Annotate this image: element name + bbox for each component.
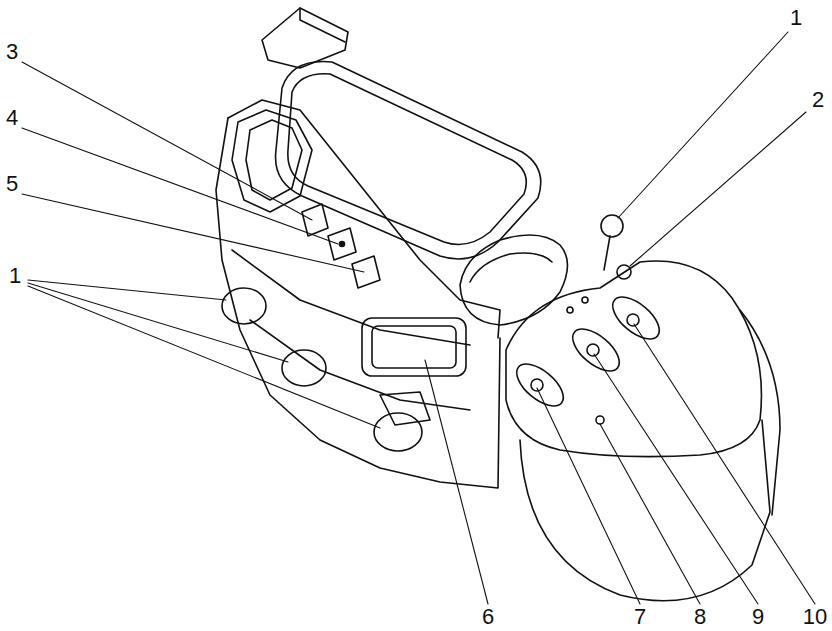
leader-lines bbox=[22, 32, 815, 604]
knob-seat bbox=[380, 392, 430, 425]
button-slot bbox=[606, 289, 667, 346]
callout-number: 4 bbox=[5, 107, 19, 129]
switch bbox=[302, 204, 328, 236]
stick bbox=[604, 236, 610, 270]
armrest-pad-inner bbox=[288, 74, 526, 245]
display bbox=[372, 326, 456, 368]
callout-number: 1 bbox=[789, 7, 803, 29]
display-frame bbox=[362, 318, 466, 376]
grip-top bbox=[506, 261, 761, 457]
button-slot bbox=[566, 321, 627, 378]
knob bbox=[282, 350, 326, 386]
button bbox=[617, 265, 631, 279]
callout-number: 10 bbox=[802, 606, 828, 628]
left-body bbox=[216, 118, 500, 488]
knob bbox=[222, 288, 266, 324]
switch-dot bbox=[340, 242, 345, 247]
callout-number: 6 bbox=[481, 606, 495, 628]
button-slot bbox=[510, 356, 571, 413]
callout-number: 7 bbox=[633, 606, 647, 628]
button bbox=[627, 314, 639, 326]
cushion bbox=[460, 235, 568, 325]
ball-knob bbox=[601, 215, 623, 237]
top-block bbox=[262, 8, 348, 68]
callout-number: 3 bbox=[5, 41, 19, 63]
panel-frame bbox=[232, 110, 312, 212]
button bbox=[587, 344, 599, 356]
switch bbox=[352, 256, 380, 288]
indicator bbox=[567, 307, 573, 313]
grip-side bbox=[740, 310, 780, 515]
switch bbox=[328, 228, 356, 260]
top-block-edge bbox=[300, 8, 345, 42]
armrest-pad bbox=[276, 62, 541, 259]
callout-number: 8 bbox=[693, 606, 707, 628]
knob bbox=[374, 413, 422, 451]
callout-number: 2 bbox=[811, 89, 825, 111]
callout-number: 5 bbox=[5, 173, 19, 195]
callout-number: 1 bbox=[8, 265, 22, 287]
body-line bbox=[232, 250, 470, 345]
callout-number: 9 bbox=[751, 606, 765, 628]
indicator bbox=[596, 416, 604, 424]
grip-body bbox=[520, 420, 770, 601]
indicator bbox=[582, 297, 588, 303]
body-line bbox=[250, 320, 470, 410]
cushion-line bbox=[470, 253, 552, 282]
